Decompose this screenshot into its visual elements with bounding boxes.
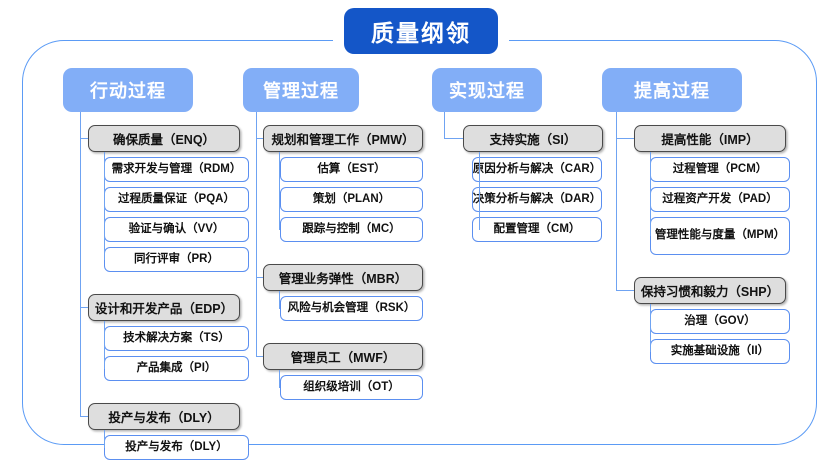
connector-h [616, 289, 634, 292]
connector-v [279, 370, 281, 388]
column-spine [444, 112, 446, 139]
leaf-box[interactable]: 过程资产开发（PAD） [650, 187, 790, 212]
leaf-box[interactable]: 跟踪与控制（MC） [280, 217, 423, 242]
leaf-box[interactable]: 过程管理（PCM） [650, 157, 790, 182]
connector-h [256, 276, 263, 279]
group-box[interactable]: 提高性能（IMP） [634, 125, 786, 152]
leaf-box[interactable]: 同行评审（PR） [104, 247, 249, 272]
leaf-box[interactable]: 需求开发与管理（RDM） [104, 157, 249, 182]
group-box[interactable]: 管理业务弹性（MBR） [263, 264, 423, 291]
leaf-box[interactable]: 原因分析与解决（CAR） [472, 157, 602, 182]
leaf-box[interactable]: 配置管理（CM） [472, 217, 602, 242]
connector-h [256, 137, 263, 140]
group-box[interactable]: 规划和管理工作（PMW） [263, 125, 423, 152]
leaf-box[interactable]: 组织级培训（OT） [280, 375, 423, 400]
connector-v [279, 152, 281, 230]
leaf-box[interactable]: 产品集成（PI） [104, 356, 249, 381]
column-header-4[interactable]: 提高过程 [602, 68, 742, 112]
leaf-box[interactable]: 过程质量保证（PQA） [104, 187, 249, 212]
column-header-3[interactable]: 实现过程 [432, 68, 542, 112]
leaf-box[interactable]: 验证与确认（VV） [104, 217, 249, 242]
leaf-box[interactable]: 管理性能与度量（MPM） [650, 217, 790, 255]
connector-v [479, 152, 481, 230]
leaf-box[interactable]: 估算（EST） [280, 157, 423, 182]
connector-h [256, 355, 263, 358]
group-box[interactable]: 支持实施（SI） [463, 125, 603, 152]
connector-v [279, 291, 281, 309]
connector-v [104, 430, 106, 448]
group-box[interactable]: 投产与发布（DLY） [88, 403, 240, 430]
connector-h [80, 415, 88, 418]
leaf-box[interactable]: 风险与机会管理（RSK） [280, 296, 423, 321]
connector-h [616, 137, 634, 140]
leaf-box[interactable]: 治理（GOV） [650, 309, 790, 334]
group-box[interactable]: 设计和开发产品（EDP） [88, 294, 240, 321]
connector-h [80, 137, 88, 140]
leaf-box[interactable]: 决策分析与解决（DAR） [472, 187, 602, 212]
connector-h [80, 306, 88, 309]
connector-v [650, 304, 652, 352]
leaf-box[interactable]: 投产与发布（DLY） [104, 435, 249, 460]
leaf-box[interactable]: 策划（PLAN） [280, 187, 423, 212]
group-box[interactable]: 保持习惯和毅力（SHP） [634, 277, 786, 304]
column-spine [80, 112, 82, 417]
column-header-2[interactable]: 管理过程 [243, 68, 359, 112]
column-spine [256, 112, 258, 357]
group-box[interactable]: 确保质量（ENQ） [88, 125, 240, 152]
column-header-1[interactable]: 行动过程 [63, 68, 193, 112]
leaf-box[interactable]: 技术解决方案（TS） [104, 326, 249, 351]
column-spine [616, 112, 618, 291]
diagram-title: 质量纲领 [344, 8, 498, 54]
connector-h [444, 137, 463, 140]
connector-v [104, 321, 106, 369]
group-box[interactable]: 管理员工（MWF） [263, 343, 423, 370]
connector-v [104, 152, 106, 260]
connector-v [650, 152, 652, 236]
leaf-box[interactable]: 实施基础设施（II） [650, 339, 790, 364]
